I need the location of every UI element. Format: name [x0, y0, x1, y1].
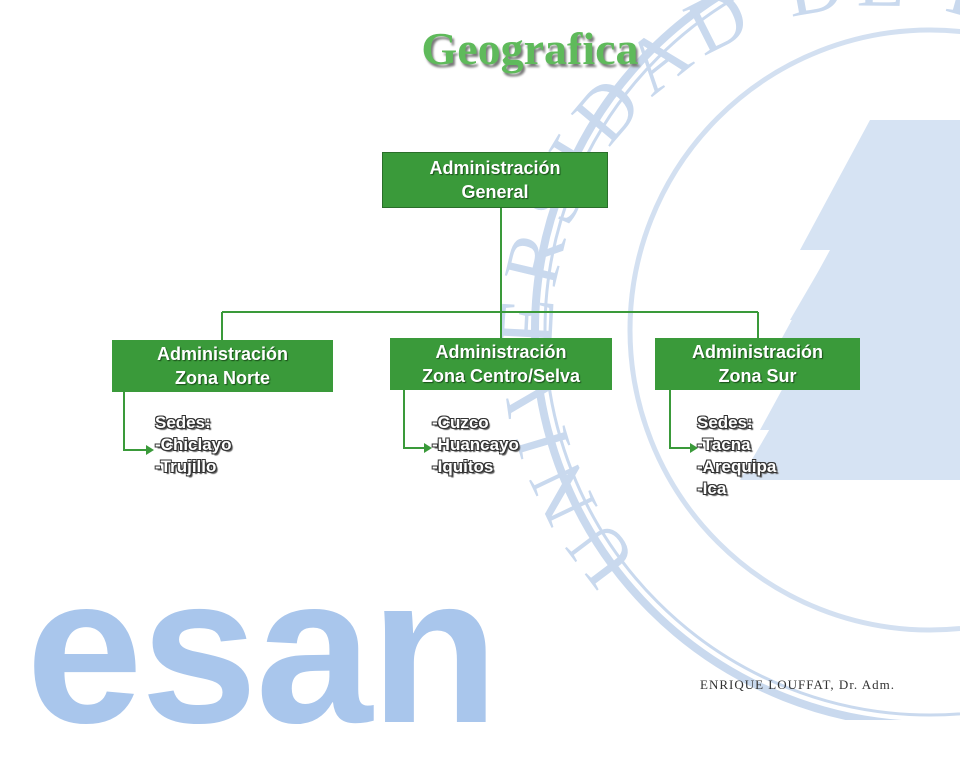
university-seal-watermark: UNIVERSIDAD DE LIMA MCMLXII [481, 0, 960, 720]
node-line-1: Administración [156, 344, 289, 364]
node-line-1: Administración [435, 342, 567, 362]
node-zona-norte: Administración Zona Norte [112, 340, 333, 392]
sedes-list-sur: Sedes: -Tacna -Arequipa -Ica [697, 412, 776, 500]
list-item: -Tacna [697, 435, 751, 454]
node-line-1: Administración [691, 342, 824, 362]
node-line-2: Zona Sur [718, 366, 797, 386]
node-administracion-general: Administración General [382, 152, 608, 208]
list-item: -Chiclayo [155, 435, 232, 454]
list-item: -Trujillo [155, 457, 217, 476]
page-title: Geografica [421, 23, 639, 74]
node-line-2: Zona Centro/Selva [421, 366, 581, 386]
list-item: -Iquitos [432, 457, 494, 476]
node-zona-centro-selva: Administración Zona Centro/Selva [390, 338, 612, 390]
list-item: Sedes: [697, 413, 753, 432]
node-line-2: General [461, 182, 529, 202]
list-item: -Huancayo [432, 435, 519, 454]
node-line-1: Administración [429, 158, 561, 178]
node-zona-sur: Administración Zona Sur [655, 338, 860, 390]
list-item: -Ica [697, 479, 727, 498]
esan-logo-watermark: esan [26, 532, 499, 767]
sedes-list-centro: -Cuzco -Huancayo -Iquitos [432, 412, 519, 478]
org-connectors [123, 208, 759, 455]
list-item: Sedes: [155, 413, 211, 432]
sedes-list-norte: Sedes: -Chiclayo -Trujillo [155, 412, 232, 478]
list-item: -Cuzco [432, 413, 489, 432]
author-credit: ENRIQUE LOUFFAT, Dr. Adm. [700, 677, 895, 692]
node-line-2: Zona Norte [174, 368, 270, 388]
list-item: -Arequipa [697, 457, 777, 476]
